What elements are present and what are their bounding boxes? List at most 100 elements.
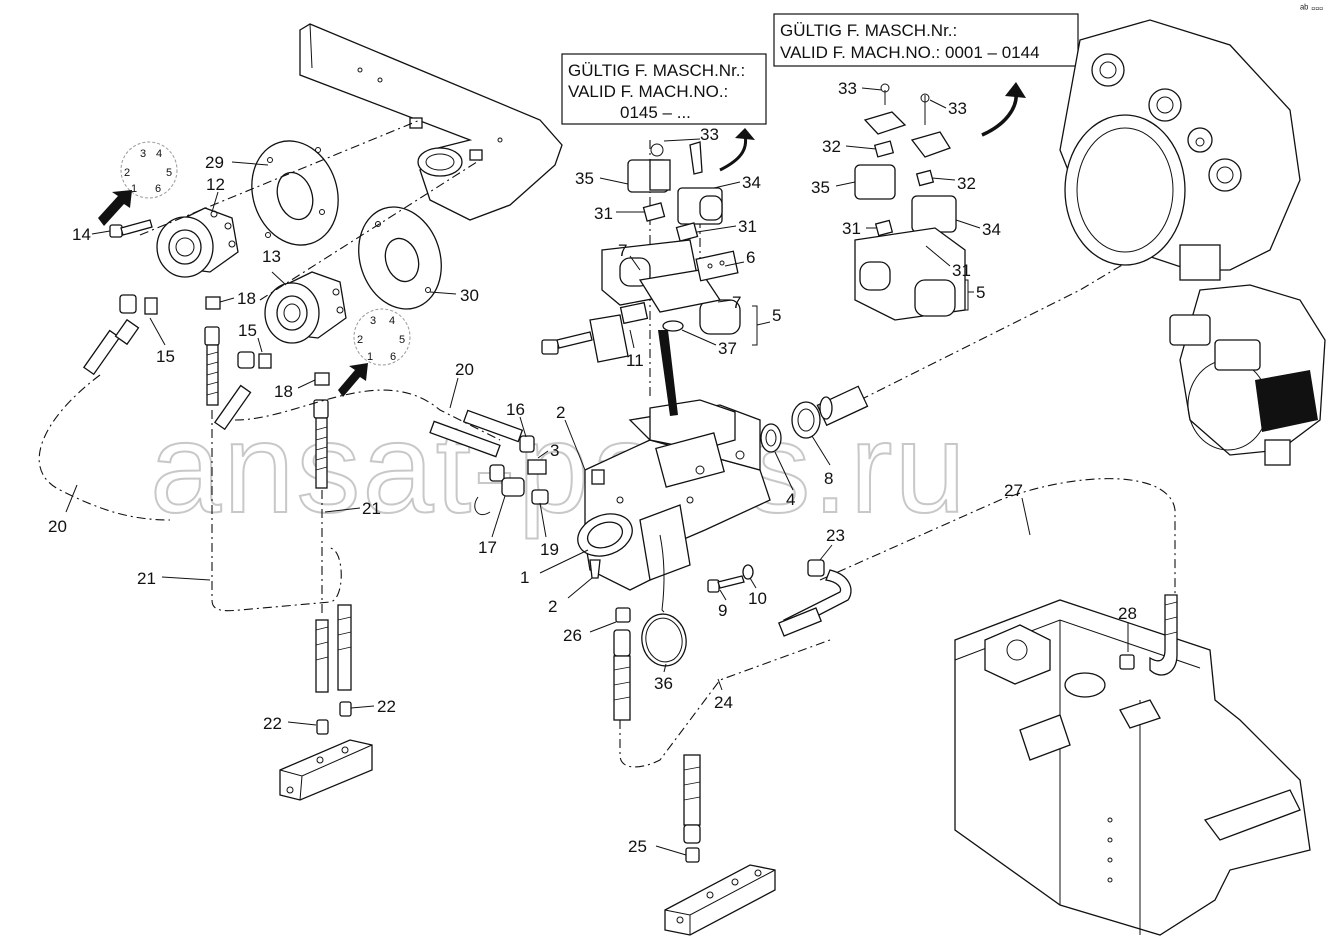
hose-route-24 xyxy=(619,639,831,768)
mount-route-lower xyxy=(259,159,481,301)
arrow-head xyxy=(735,128,755,140)
callout-20-right: 20 xyxy=(455,360,474,379)
callout-19: 19 xyxy=(540,540,559,559)
arrow-icon xyxy=(98,190,132,226)
gasket-31 xyxy=(642,202,699,242)
callout-21-right: 21 xyxy=(362,499,381,518)
o-ring-37 xyxy=(662,320,684,332)
callout-31-old-right: 31 xyxy=(952,261,971,280)
callout-16: 16 xyxy=(506,400,525,419)
hose-26-25 xyxy=(613,607,701,863)
callout-18-lower: 18 xyxy=(274,382,293,401)
callout-33-old-left: 33 xyxy=(838,79,857,98)
hydraulic-tank-frame xyxy=(954,594,1311,936)
validity-box-old-line1: GÜLTIG F. MASCH.Nr.: xyxy=(780,21,957,40)
callout-29: 29 xyxy=(205,153,224,172)
cover-plate-11 xyxy=(541,301,649,363)
dial-lower-label-5: 5 xyxy=(399,334,405,346)
callout-34-new: 34 xyxy=(742,173,761,192)
hose-route-20-right xyxy=(234,389,501,441)
callout-21-left: 21 xyxy=(137,569,156,588)
dial-lower-label-4: 4 xyxy=(389,315,395,327)
dial-upper-label-3: 3 xyxy=(140,148,146,160)
validity-box-old: GÜLTIG F. MASCH.Nr.: VALID F. MACH.NO.: … xyxy=(773,13,1079,67)
dial-upper-label-1: 1 xyxy=(131,183,137,195)
callout-14: 14 xyxy=(72,225,91,244)
arrow-icon xyxy=(338,363,368,397)
rotation-dial-lower: 3 4 2 5 1 6 xyxy=(353,308,411,366)
callout-31-new-left: 31 xyxy=(594,204,613,223)
corner-mark: ᵃᵇ ▫▫▫ xyxy=(1300,3,1323,15)
callout-30: 30 xyxy=(460,286,479,305)
pipe-connection xyxy=(658,330,678,416)
callout-32-old-right: 32 xyxy=(957,174,976,193)
seal-ring-4 xyxy=(760,423,782,453)
distribution-block-25 xyxy=(664,864,776,936)
dial-lower-label-6: 6 xyxy=(390,351,396,363)
hydraulic-motor-12 xyxy=(156,207,239,278)
flange-plate-29 xyxy=(251,140,339,246)
callout-31-new-right: 31 xyxy=(738,217,757,236)
callout-7-upper: 7 xyxy=(618,241,627,260)
validity-box-old-line2: VALID F. MACH.NO.: 0001 – 0144 xyxy=(780,43,1040,62)
callout-12: 12 xyxy=(206,175,225,194)
hose-route-27 xyxy=(819,478,1176,595)
callout-11: 11 xyxy=(626,351,644,370)
solenoid-connector-34 xyxy=(677,141,723,225)
callout-group: 29 12 14 15 13 18 15 18 30 20 21 20 21 2… xyxy=(48,79,1137,856)
callout-34-old: 34 xyxy=(982,220,1001,239)
hose-pair-left xyxy=(315,604,352,735)
dial-upper-label-2: 2 xyxy=(124,167,130,179)
solenoid-valve-assembly-old xyxy=(854,83,966,321)
callout-23: 23 xyxy=(826,526,845,545)
screw-14 xyxy=(109,219,153,238)
callout-15-upper: 15 xyxy=(156,347,175,366)
dial-upper-label-4: 4 xyxy=(156,148,162,160)
callout-5-new: 5 xyxy=(772,306,781,325)
callout-35-new: 35 xyxy=(575,169,594,188)
callout-33-old-right: 33 xyxy=(948,99,967,118)
hydraulic-motor-13 xyxy=(264,271,347,344)
callout-9: 9 xyxy=(718,601,727,620)
callout-36: 36 xyxy=(654,674,673,693)
arrow-head xyxy=(1005,82,1026,98)
callout-2-lower: 2 xyxy=(548,597,557,616)
callout-18-upper: 18 xyxy=(237,289,256,308)
fitting-15-lower xyxy=(213,351,272,431)
validity-box-new-line1: GÜLTIG F. MASCH.Nr.: xyxy=(568,61,745,80)
callout-22-right: 22 xyxy=(377,697,396,716)
callout-1: 1 xyxy=(520,568,529,587)
callout-17: 17 xyxy=(478,538,497,557)
validity-box-new: GÜLTIG F. MASCH.Nr.: VALID F. MACH.NO.: … xyxy=(561,53,767,125)
callout-35-old: 35 xyxy=(811,178,830,197)
distribution-block-22 xyxy=(279,739,373,801)
callout-22-left: 22 xyxy=(263,714,282,733)
callout-26: 26 xyxy=(563,626,582,645)
hose-assembly-16-17-19 xyxy=(429,409,549,516)
callout-13: 13 xyxy=(262,247,281,266)
callout-5-old: 5 xyxy=(976,283,985,302)
callout-33-new: 33 xyxy=(700,125,719,144)
callout-31-old-left: 31 xyxy=(842,219,861,238)
dial-lower-label-1: 1 xyxy=(367,351,373,363)
o-ring-36 xyxy=(641,613,687,667)
transfer-gearbox xyxy=(1059,19,1301,281)
callout-4: 4 xyxy=(786,490,795,509)
dial-upper-label-6: 6 xyxy=(155,183,161,195)
callout-32-old-left: 32 xyxy=(822,137,841,156)
callout-6: 6 xyxy=(746,248,755,267)
callout-27: 27 xyxy=(1004,481,1023,500)
washer-10 xyxy=(742,564,754,580)
flange-plate-30 xyxy=(358,206,442,310)
callout-25: 25 xyxy=(628,837,647,856)
drive-shaft xyxy=(816,385,869,427)
rotation-dial-upper: 3 4 2 5 1 6 xyxy=(120,141,178,199)
machine-frame-top-left xyxy=(299,23,563,221)
hose-route-21 xyxy=(211,410,342,612)
callout-20-left: 20 xyxy=(48,517,67,536)
screw-9 xyxy=(707,575,745,593)
mount-route-upper xyxy=(139,119,421,236)
fitting-18-upper xyxy=(204,296,221,406)
arrow-icon xyxy=(981,91,1018,137)
